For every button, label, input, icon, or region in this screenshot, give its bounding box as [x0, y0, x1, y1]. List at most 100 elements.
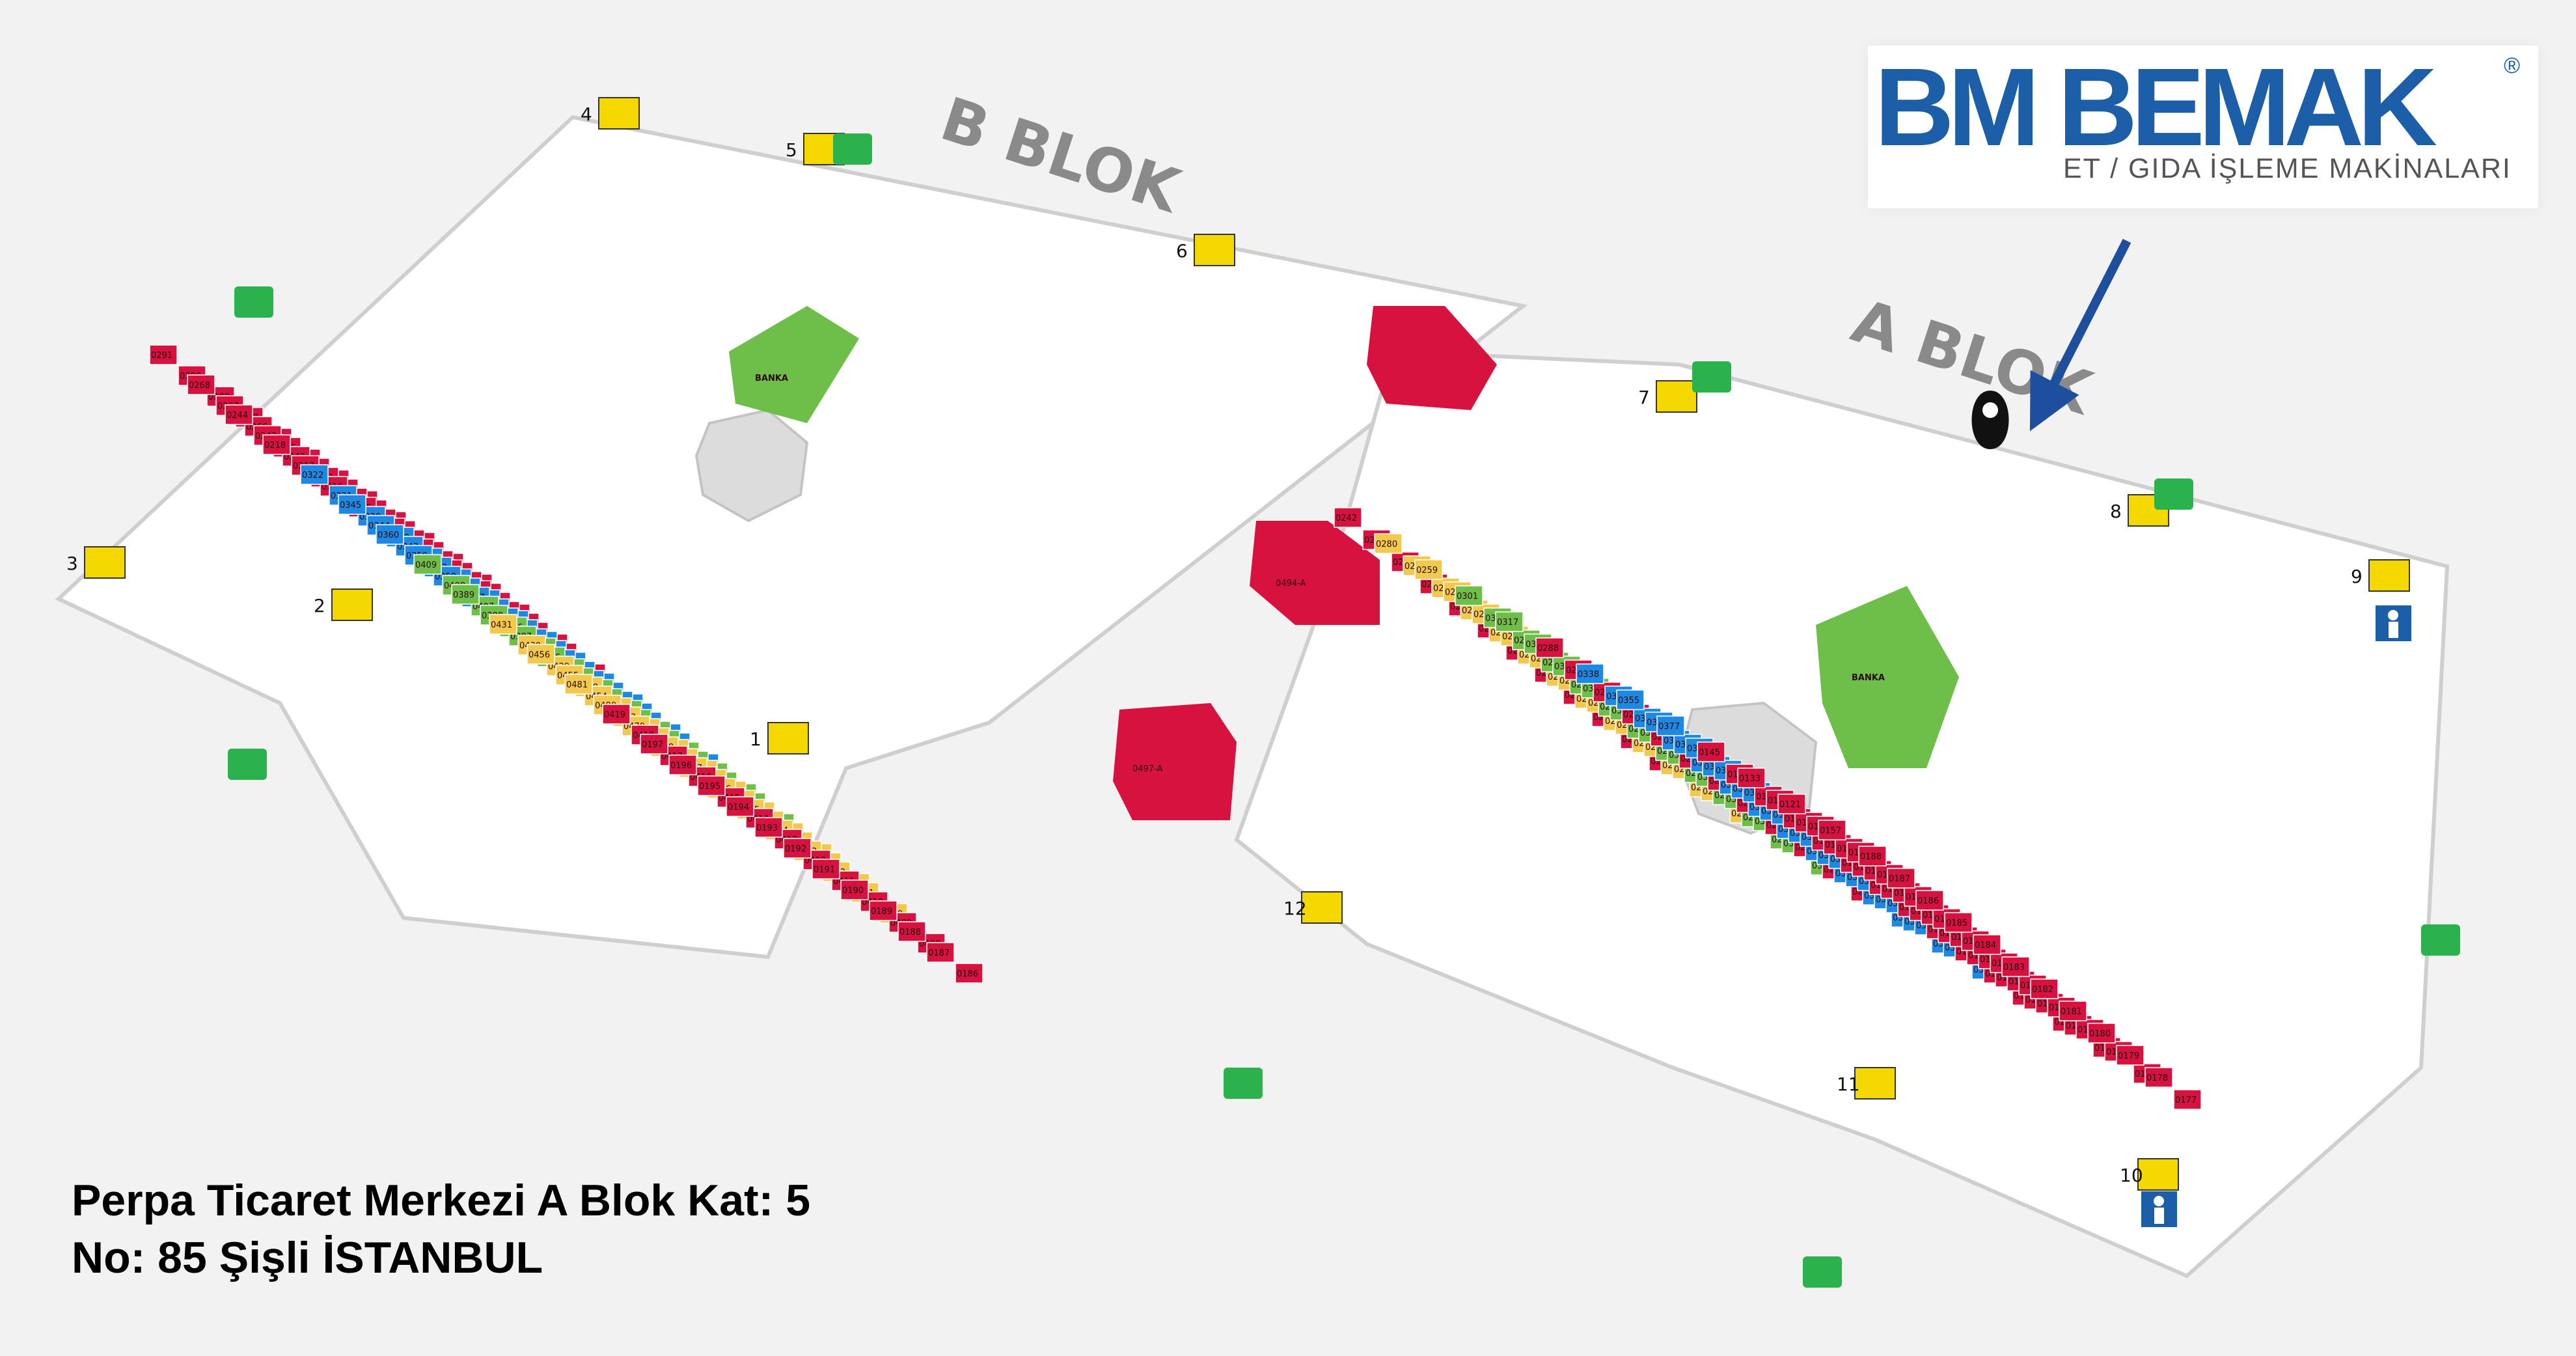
shop-unit	[2087, 1023, 2116, 1044]
bank-label-left: BANKA	[755, 374, 788, 383]
shop-number: 0268	[189, 381, 210, 391]
shop-number: 0192	[785, 844, 806, 854]
floor-base-right	[1234, 349, 2450, 1279]
exit-icon	[228, 749, 267, 780]
shop-unit	[840, 879, 869, 900]
exit-icon	[234, 286, 273, 318]
shop-unit	[1576, 663, 1604, 684]
exit-icon	[833, 133, 872, 165]
shop-number: 0193	[756, 823, 778, 833]
shop-number: 0188	[899, 928, 921, 937]
stair-number: 6	[1176, 240, 1188, 262]
logo-tagline: ET / GIDA İŞLEME MAKİNALARI	[2063, 153, 2512, 184]
shop-number: 0181	[2061, 1007, 2082, 1017]
shop-number: 0389	[453, 590, 474, 600]
shop-unit	[1944, 912, 1973, 933]
shop-number: 0121	[1779, 800, 1801, 810]
stairs-icon	[1656, 380, 1697, 413]
shop-number: 0419	[604, 710, 625, 720]
stairs-icon	[1194, 234, 1235, 266]
stairs-icon	[2128, 494, 2169, 527]
shop-number: 0195	[699, 782, 720, 792]
shop-unit	[1973, 934, 2001, 955]
shop-unit	[1374, 533, 1403, 554]
shop-unit	[955, 963, 983, 984]
shop-number: 0187	[1889, 874, 1910, 884]
shop-number: 0280	[1376, 540, 1397, 549]
restroom-markers	[2141, 605, 2411, 1227]
shop-unit	[2116, 1045, 2144, 1066]
shop-unit	[783, 838, 812, 859]
shop-unit	[668, 754, 697, 775]
shop-number: 0194	[728, 803, 749, 812]
shop-number: 0190	[842, 886, 864, 896]
shop-unit	[754, 817, 783, 838]
exit-icon	[2421, 924, 2460, 956]
shop-number: 0178	[2146, 1073, 2168, 1083]
plaza-left	[694, 408, 809, 523]
shop-number: 0301	[1457, 592, 1478, 602]
stairs-icon	[598, 97, 640, 130]
stair-number: 5	[786, 139, 797, 161]
brand-logo: BM BEMAK ® ET / GIDA İŞLEME MAKİNALARI	[1868, 46, 2538, 208]
shop-unit	[1777, 794, 1806, 814]
exit-icon	[1224, 1068, 1263, 1099]
small-red-blocks	[1113, 306, 1497, 820]
shop-number: 0291	[151, 351, 172, 361]
label-0494a: 0494-A	[1276, 579, 1306, 588]
shop-number: 0188	[1860, 852, 1882, 862]
location-arrow	[2029, 238, 2131, 432]
shop-number: 0409	[415, 560, 437, 570]
shop-number: 0133	[1739, 774, 1761, 784]
stairs-icon	[1854, 1067, 1896, 1100]
shop-number: 0186	[957, 969, 978, 979]
address-line-1: Perpa Ticaret Merkezi A Blok Kat: 5	[72, 1176, 811, 1225]
logo-text: BM BEMAK	[1874, 46, 2437, 169]
shop-number: 0179	[2118, 1051, 2139, 1061]
stair-number: 2	[314, 595, 325, 616]
bank-right	[1816, 586, 1959, 768]
stairs-icon	[84, 546, 126, 579]
shop-number: 0177	[2175, 1096, 2197, 1105]
shop-unit	[300, 464, 329, 485]
shop-number: 0259	[1416, 566, 1438, 575]
shop-unit	[926, 942, 955, 963]
exit-signs	[228, 133, 2460, 1288]
shop-unit	[602, 704, 631, 725]
shop-number: 0197	[642, 740, 663, 750]
shop-number: 0338	[1578, 670, 1599, 680]
stairs-icon	[331, 588, 373, 621]
shop-number: 0157	[1820, 826, 1841, 836]
logo-registered-mark: ®	[2503, 53, 2520, 78]
shop-unit	[1887, 868, 1915, 889]
shop-unit	[812, 859, 840, 879]
shop-number: 0242	[1336, 514, 1357, 523]
floor-base-left	[55, 115, 1528, 960]
exit-icon	[1692, 361, 1731, 393]
bank-left	[729, 306, 859, 423]
shop-number: 0184	[1975, 941, 1996, 950]
shop-unit	[869, 900, 897, 921]
shop-number: 0288	[1537, 644, 1559, 654]
address-line-2: No: 85 Şişli İSTANBUL	[72, 1233, 543, 1282]
shop-number: 0355	[1618, 696, 1639, 706]
stair-number: 11	[1837, 1073, 1860, 1095]
shop-unit	[149, 344, 178, 365]
shop-unit	[564, 674, 593, 695]
stair-number: 10	[2120, 1165, 2143, 1186]
address-block: Perpa Ticaret Merkezi A Blok Kat: 5 No: …	[72, 1172, 810, 1286]
shop-unit	[1697, 741, 1725, 762]
shop-unit	[489, 614, 517, 635]
shop-unit	[338, 494, 366, 515]
shop-number: 0345	[340, 501, 361, 510]
location-pin-icon	[1971, 391, 2009, 449]
shop-unit	[187, 374, 215, 395]
shop-number: 0456	[528, 650, 550, 660]
shop-unit	[1915, 890, 1944, 911]
shop-unit	[697, 775, 726, 796]
shop-number: 0244	[226, 411, 248, 421]
shop-number: 0317	[1497, 618, 1518, 628]
shop-unit	[1535, 637, 1564, 658]
